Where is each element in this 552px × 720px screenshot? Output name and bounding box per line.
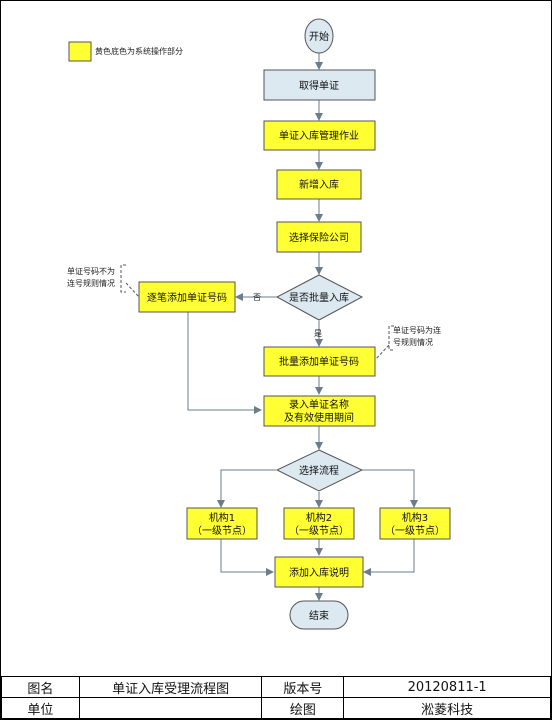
- svg-text:是否批量入库: 是否批量入库: [289, 291, 349, 304]
- edge-flow-org1: [217, 469, 276, 508]
- svg-text:录入单证名称: 录入单证名称: [289, 398, 349, 411]
- node-doc-management: 单证入库管理作业: [263, 120, 376, 151]
- edge-label-no: 否: [253, 293, 261, 302]
- svg-text:批量添加单证号码: 批量添加单证号码: [279, 355, 359, 368]
- node-new-entry: 新增入库: [276, 169, 362, 200]
- node-is-batch: 是否批量入库: [275, 274, 364, 321]
- flowchart: 黄色底色为系统操作部分 否 是 开始 取得单证 单证入库管理作业: [67, 18, 451, 630]
- node-choose-flow: 选择流程: [275, 449, 364, 492]
- unit-value: [78, 697, 263, 719]
- node-enter-name: 录入单证名称 及有效使用期间: [263, 395, 376, 427]
- node-add-note: 添加入库说明: [274, 556, 364, 588]
- edge-onebyone-enter: [187, 312, 262, 414]
- node-org2: 机构2 （一级节点）: [283, 507, 355, 540]
- edge-flow-org3: [362, 469, 418, 508]
- edges: [187, 53, 418, 601]
- drawer-value: 淞菱科技: [343, 697, 551, 719]
- svg-text:选择保险公司: 选择保险公司: [289, 231, 349, 244]
- legend-label: 黄色底色为系统操作部分: [95, 46, 183, 56]
- diagram-name-label: 图名: [1, 676, 80, 698]
- title-block: 图名 单证入库受理流程图 版本号 20120811-1 单位 绘图 淞菱科技: [1, 676, 551, 719]
- svg-text:单证号码不为: 单证号码不为: [67, 266, 115, 276]
- svg-text:单证号码为连: 单证号码为连: [393, 325, 441, 335]
- title-block-row-1: 图名 单证入库受理流程图 版本号 20120811-1: [1, 676, 551, 698]
- svg-text:（一级节点）: （一级节点）: [192, 525, 252, 537]
- svg-text:机构1: 机构1: [209, 511, 235, 524]
- annotation-right: 单证号码为连 号规则情况: [374, 325, 441, 361]
- legend-swatch: [68, 41, 92, 62]
- svg-text:（一级节点）: （一级节点）: [385, 525, 445, 537]
- node-batch-add: 批量添加单证号码: [263, 346, 376, 377]
- node-org1: 机构1 （一级节点）: [186, 507, 258, 540]
- drawer-label: 绘图: [261, 697, 345, 719]
- node-add-one-by-one: 逐笔添加单证号码: [138, 281, 236, 313]
- unit-label: 单位: [1, 697, 80, 719]
- svg-text:逐笔添加单证号码: 逐笔添加单证号码: [147, 291, 227, 304]
- svg-text:取得单证: 取得单证: [299, 80, 339, 92]
- node-choose-insurer: 选择保险公司: [276, 221, 362, 253]
- svg-text:号规则情况: 号规则情况: [393, 337, 433, 347]
- svg-text:新增入库: 新增入库: [299, 178, 339, 191]
- version-label: 版本号: [261, 676, 345, 698]
- svg-text:添加入库说明: 添加入库说明: [289, 566, 349, 579]
- edge-org1-note: [220, 539, 274, 576]
- svg-text:单证入库管理作业: 单证入库管理作业: [279, 129, 359, 142]
- node-org3: 机构3 （一级节点）: [379, 507, 451, 540]
- svg-text:结束: 结束: [309, 609, 329, 622]
- diagram-name-value: 单证入库受理流程图: [78, 676, 263, 698]
- node-get-document: 取得单证: [263, 69, 376, 101]
- title-block-row-2: 单位 绘图 淞菱科技: [1, 697, 551, 719]
- version-value: 20120811-1: [343, 676, 551, 698]
- edge-label-yes: 是: [314, 329, 322, 338]
- svg-text:（一级节点）: （一级节点）: [289, 525, 349, 537]
- svg-text:机构2: 机构2: [306, 511, 332, 524]
- svg-text:连号规则情况: 连号规则情况: [67, 278, 115, 288]
- svg-text:开始: 开始: [309, 30, 329, 43]
- edge-org3-note: [363, 539, 415, 576]
- svg-text:及有效使用期间: 及有效使用期间: [284, 411, 354, 424]
- node-end: 结束: [289, 600, 349, 630]
- svg-text:机构3: 机构3: [402, 511, 428, 524]
- node-start: 开始: [304, 18, 334, 54]
- annotation-left: 单证号码不为 连号规则情况: [67, 264, 140, 298]
- svg-text:选择流程: 选择流程: [299, 464, 339, 477]
